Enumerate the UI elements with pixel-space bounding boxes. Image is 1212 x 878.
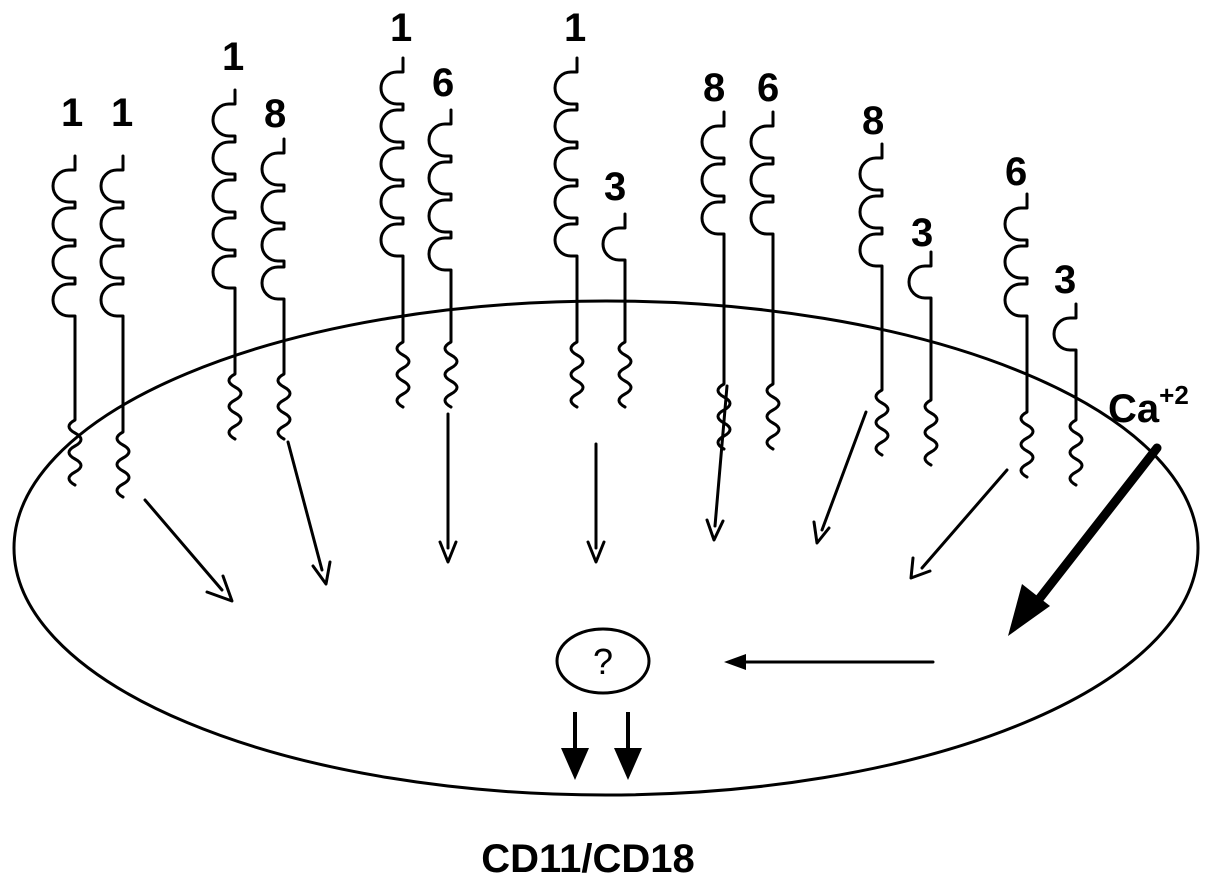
signal-arrowhead [909, 556, 932, 580]
signal-arrow [143, 498, 224, 592]
label-pair5-left: 8 [703, 66, 725, 110]
calcium-symbol: Ca [1108, 387, 1160, 431]
label-pair5-right: 6 [757, 66, 779, 110]
label-pair2-right: 8 [264, 92, 286, 136]
receptor-chain [601, 212, 633, 409]
receptor-labels: 1 1 1 8 1 6 1 3 8 6 8 3 6 3 [61, 6, 1076, 302]
label-pair7-right: 3 [1054, 258, 1076, 302]
signal-arrow [820, 410, 868, 532]
pathway-arrowhead [724, 654, 746, 670]
label-pair3-left: 1 [390, 6, 412, 50]
label-pair1-right: 1 [111, 91, 133, 135]
receptor-chain [427, 108, 459, 409]
calcium-influx-arrow [1008, 443, 1162, 636]
unknown-node: ? [555, 627, 651, 695]
signal-arrowhead [205, 574, 234, 603]
unknown-node-outline [555, 627, 651, 695]
receptor-chains [51, 56, 1084, 499]
signal-arrow [920, 468, 1009, 570]
label-pair4-right: 3 [604, 165, 626, 209]
output-arrowhead [561, 748, 589, 780]
receptor-chain [553, 56, 585, 409]
signal-arrowhead [812, 520, 831, 545]
label-pair3-right: 6 [432, 61, 454, 105]
receptor-chain [858, 142, 890, 457]
receptor-chain [260, 137, 292, 441]
label-pair7-left: 6 [1005, 150, 1027, 194]
signal-arrows [143, 384, 1009, 603]
signal-arrow [713, 384, 729, 528]
receptor-chain [749, 110, 781, 451]
label-pair4-left: 1 [564, 6, 586, 50]
signal-arrow [286, 440, 324, 572]
receptor-chain [211, 88, 243, 441]
unknown-node-label: ? [593, 641, 613, 682]
output-label: CD11/CD18 [481, 837, 694, 878]
receptor-chain [99, 154, 131, 499]
label-pair1-left: 1 [61, 91, 83, 135]
calcium-charge: +2 [1159, 380, 1189, 410]
label-pair6-left: 8 [862, 99, 884, 143]
pathway-arrow [724, 654, 935, 670]
signal-arrowhead [705, 518, 725, 542]
calcium-arrow-shaft [1031, 443, 1162, 608]
label-pair2-left: 1 [222, 35, 244, 79]
receptor-chain [1003, 192, 1035, 479]
output-arrows [561, 712, 642, 780]
signal-arrowhead [586, 540, 606, 564]
cell-membrane [12, 299, 1200, 797]
signal-arrowhead [438, 540, 458, 564]
output-arrowhead [614, 748, 642, 780]
receptor-chain [1052, 302, 1084, 487]
label-pair6-right: 3 [911, 211, 933, 255]
receptor-chain [379, 56, 411, 409]
receptor-chain [51, 154, 83, 487]
calcium-label: Ca+2 [1108, 380, 1189, 431]
receptor-chain [907, 250, 939, 467]
calcium-arrowhead [1008, 584, 1050, 636]
signal-arrowhead [311, 560, 332, 586]
